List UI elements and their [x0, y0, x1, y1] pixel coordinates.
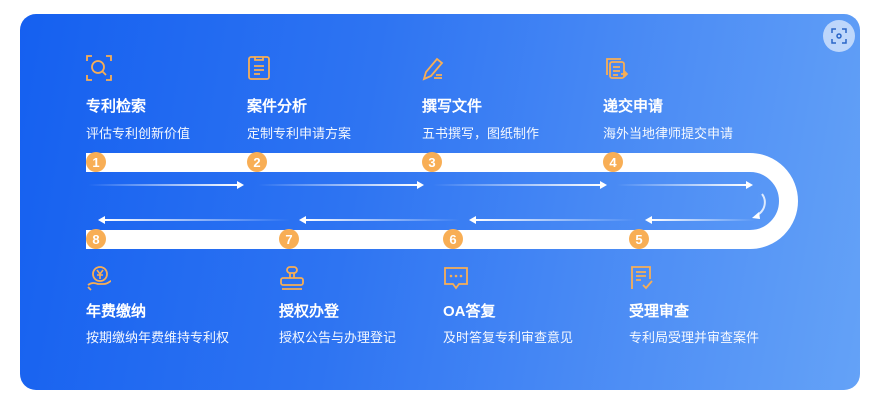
- step-title: OA答复: [443, 303, 496, 320]
- arrow-left: [469, 216, 635, 224]
- arrows-forward: [88, 181, 753, 189]
- arrow-left: [645, 216, 755, 224]
- yuan-hand-icon: [87, 266, 112, 291]
- step-badge-6: 6: [443, 229, 463, 249]
- step-badge-7: 7: [279, 229, 299, 249]
- step-badge-2: 2: [247, 152, 267, 172]
- step-patent-search: 专利检索 评估专利创新价值: [86, 55, 190, 141]
- step-draft-documents: 撰写文件 五书撰写，图纸制作: [422, 55, 539, 141]
- stamp-icon: [280, 266, 304, 290]
- process-card: [20, 14, 860, 390]
- step-title: 案件分析: [247, 98, 308, 115]
- step-badge-8: 8: [86, 229, 106, 249]
- arrow-curve: [752, 193, 766, 219]
- step-badge-4: 4: [603, 152, 623, 172]
- arrow-right: [258, 181, 424, 189]
- step-submit-application: 递交申请 海外当地律师提交申请: [603, 55, 733, 141]
- step-desc: 按期缴纳年费维持专利权: [86, 330, 230, 345]
- scan-icon: [831, 28, 847, 44]
- step-desc: 海外当地律师提交申请: [603, 126, 734, 141]
- step-case-analysis: 案件分析 定制专利申请方案: [247, 55, 351, 141]
- step-title: 撰写文件: [422, 98, 483, 115]
- step-oa-response: OA答复 及时答复专利审查意见: [443, 265, 573, 345]
- track-path: [86, 153, 798, 249]
- step-annual-fee: 年费缴纳 按期缴纳年费维持专利权: [86, 265, 229, 345]
- step-title: 递交申请: [603, 98, 664, 115]
- step-badge-5: 5: [629, 229, 649, 249]
- document-submit-icon: [606, 58, 629, 79]
- arrow-right: [433, 181, 607, 189]
- scan-button[interactable]: [823, 20, 855, 52]
- step-acceptance-examination: 受理审查 专利局受理并审查案件: [629, 265, 759, 345]
- pen-icon: [422, 57, 444, 81]
- step-title: 年费缴纳: [86, 303, 147, 320]
- step-title: 专利检索: [86, 98, 147, 115]
- step-desc: 授权公告与办理登记: [279, 330, 397, 345]
- clipboard-icon: [248, 56, 270, 80]
- step-title: 受理审查: [629, 303, 690, 320]
- arrow-left: [98, 216, 290, 224]
- arrow-right: [88, 181, 244, 189]
- arrows-back: [98, 216, 755, 224]
- step-desc: 评估专利创新价值: [86, 126, 191, 141]
- search-scan-icon: [86, 55, 112, 81]
- step-desc: 五书撰写，图纸制作: [422, 126, 540, 141]
- step-desc: 及时答复专利审查意见: [443, 330, 574, 345]
- step-title: 授权办登: [279, 303, 340, 320]
- document-check-icon: [631, 266, 653, 290]
- step-badge-3: 3: [422, 152, 442, 172]
- arrow-left: [299, 216, 460, 224]
- arrow-right: [617, 181, 753, 189]
- step-badge-1: 1: [86, 152, 106, 172]
- step-grant-registration: 授权办登 授权公告与办理登记: [279, 265, 396, 345]
- step-desc: 定制专利申请方案: [247, 126, 352, 141]
- step-desc: 专利局受理并审查案件: [629, 330, 760, 345]
- chat-icon: [444, 267, 468, 290]
